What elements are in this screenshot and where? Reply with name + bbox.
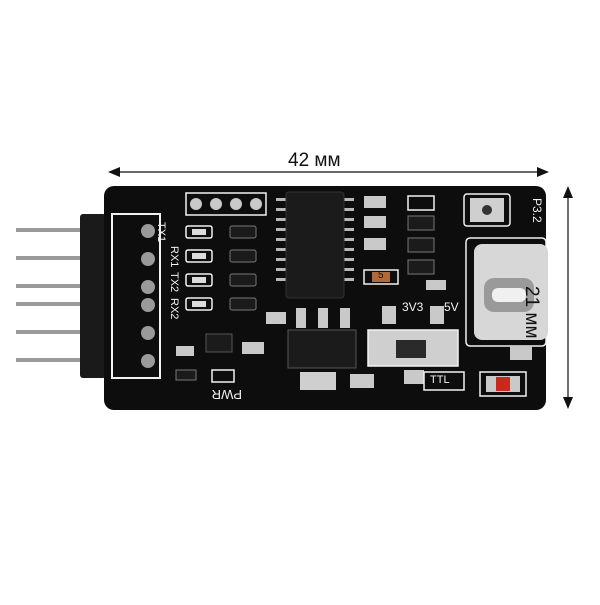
silk-5v: 5V	[444, 300, 459, 314]
top-pads	[190, 198, 262, 210]
top-pad-outline	[185, 192, 267, 216]
pin-header-outline	[111, 213, 161, 379]
usb-c-connector	[465, 237, 548, 360]
silk-rx1: RX1	[168, 246, 180, 268]
voltage-regulator	[287, 308, 357, 390]
header-plastic-body	[80, 214, 106, 378]
silk-tx2: TX2	[168, 272, 180, 293]
diode	[479, 371, 527, 397]
usb-serial-chip	[276, 191, 354, 299]
silk-tx1: TX1	[155, 222, 167, 243]
width-dimension-label: 42 мм	[288, 150, 341, 171]
smd-components-left	[175, 225, 286, 383]
silk-3v3: 3V3	[402, 300, 424, 314]
reset-button	[463, 193, 511, 227]
silk-rx2: RX2	[168, 298, 180, 320]
ttl-outline	[423, 371, 465, 391]
silk-pwr: PWR	[211, 387, 242, 402]
height-dimension-arrow	[563, 186, 573, 409]
height-dimension-label: 21 мм	[521, 286, 542, 339]
width-dimension-arrow	[108, 167, 549, 177]
silk-ttl: TTL	[430, 374, 450, 386]
voltage-select-switch	[367, 306, 459, 367]
pin-pads	[141, 224, 155, 368]
header-pins	[16, 228, 88, 362]
chip-mark: 5	[378, 270, 384, 281]
smd-components-right	[350, 195, 446, 388]
silk-version: P3.2	[530, 198, 544, 223]
